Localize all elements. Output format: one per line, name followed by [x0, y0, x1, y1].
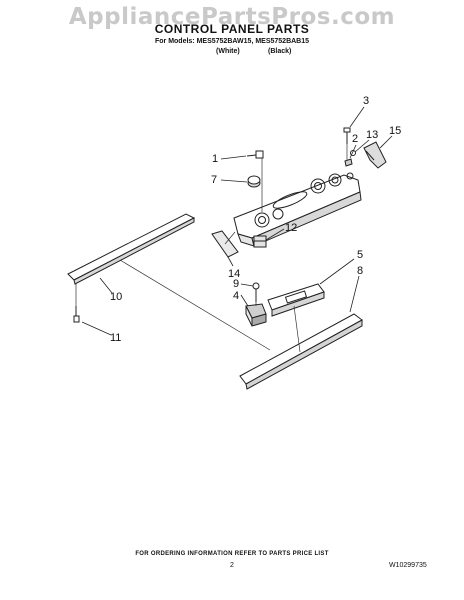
callout-15: 15: [389, 125, 401, 137]
callout-3: 3: [363, 95, 369, 107]
callout-10: 10: [110, 291, 122, 303]
switch-part-12: [253, 235, 267, 248]
screw-part-3: [343, 127, 351, 144]
callout-5: 5: [357, 249, 363, 261]
variant-white-label: (White): [216, 48, 240, 55]
callout-2: 2: [352, 133, 358, 145]
trim-strip-part-10: [67, 213, 196, 285]
callout-1: 1: [212, 153, 218, 165]
control-panel-part: [233, 172, 362, 247]
screw-part-1: [246, 150, 264, 159]
knob-part-7: [247, 175, 261, 188]
callout-13: 13: [366, 129, 378, 141]
callout-9: 9: [233, 278, 239, 290]
page-title: CONTROL PANEL PARTS: [154, 22, 310, 36]
models-line: For Models: MES5752BAW15, MES5752BAB15: [154, 38, 310, 45]
callout-12: 12: [285, 222, 297, 234]
bracket-part-15: [363, 141, 387, 169]
ordering-note: FOR ORDERING INFORMATION REFER TO PARTS …: [135, 551, 329, 557]
clip-part-2: [344, 158, 353, 167]
assembly-guide-lines: [75, 144, 348, 353]
trim-strip-part-8: [239, 313, 363, 390]
document-number: W10299735: [389, 562, 427, 569]
watermark: AppliancePartsPros.com: [68, 4, 396, 30]
callout-14: 14: [228, 268, 240, 280]
callout-11: 11: [110, 332, 121, 344]
callout-4: 4: [233, 290, 239, 302]
screw-part-11: [73, 306, 80, 323]
control-part-4: [245, 303, 267, 327]
callout-leaders: [81, 106, 393, 336]
page-number: 2: [230, 562, 234, 569]
variant-black-label: (Black): [268, 48, 292, 55]
callout-7: 7: [211, 174, 217, 186]
screw-part-9: [252, 282, 260, 302]
clip-part-13: [350, 150, 356, 156]
control-board-part-5: [267, 283, 325, 317]
callout-8: 8: [357, 265, 363, 277]
